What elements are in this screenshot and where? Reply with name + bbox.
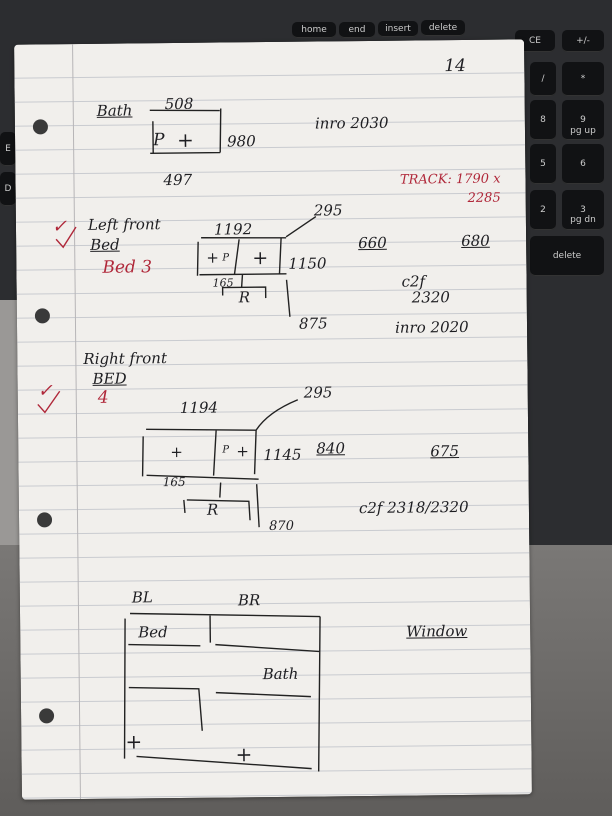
bath-symbol-plus: +	[176, 127, 194, 152]
left-bed-check: ✓	[51, 216, 68, 238]
key-pgup-label: pg up	[570, 126, 596, 136]
left-bed-corner-dim: 295	[313, 201, 343, 220]
key-plus-minus: +/-	[562, 30, 604, 52]
right-bed-symbol-plus2: +	[236, 442, 250, 461]
right-bed-symbol-plus1: +	[170, 442, 184, 462]
right-bed-top-dim: 1194	[179, 398, 219, 417]
right-bed-bottom-dim: 870	[269, 518, 295, 535]
key-d: D	[0, 172, 16, 206]
right-bed-corner-dim: 295	[303, 383, 333, 402]
bath-symbol-p: P	[152, 130, 165, 151]
right-bed-dim-675: 675	[430, 442, 460, 461]
bath-label: Bath	[96, 101, 133, 120]
left-bed-note1-line2: 2320	[411, 288, 451, 307]
right-bed-side-dim: 1145	[263, 445, 302, 465]
plan-plus-left: +	[125, 729, 143, 754]
left-bed-label-1: Left front	[87, 215, 161, 234]
left-bed-small-dim: 165	[212, 276, 234, 290]
key-pgdn-label: pg dn	[570, 215, 596, 225]
plan-window-label: Window	[406, 621, 468, 641]
key-5: 5	[530, 144, 556, 184]
left-bed-red-label: Bed 3	[102, 257, 153, 278]
right-bed-red-label: 4	[97, 387, 109, 408]
right-bed-note: c2f 2318/2320	[358, 497, 469, 518]
plan-bath-label: Bath	[262, 664, 299, 684]
notebook-page: 14 Bath 508 P + 980 497 inro 2030 TRACK:…	[14, 39, 532, 800]
left-bed-symbol-p: P	[222, 252, 230, 264]
plan-bl-label: BL	[131, 588, 153, 607]
left-bed-dim-660: 660	[358, 233, 387, 253]
key-ce: CE	[515, 30, 555, 52]
right-bed-symbol-p: P	[222, 444, 230, 456]
plan-br-label: BR	[237, 591, 261, 610]
right-bed-dim-840: 840	[316, 439, 346, 458]
right-bed-label-1: Right front	[83, 349, 168, 368]
left-bed-door: R	[238, 288, 251, 307]
right-bed-check: ✓	[37, 380, 53, 402]
key-home: home	[292, 22, 336, 38]
left-bed-symbol-plus1: +	[206, 248, 219, 267]
key-delete: delete	[530, 236, 604, 276]
bath-note: inro 2030	[314, 113, 389, 133]
page-number: 14	[444, 55, 467, 77]
key-star: *	[562, 62, 604, 96]
key-6: 6	[562, 144, 604, 184]
left-bed-label-2: Bed	[90, 235, 120, 254]
key-end: end	[339, 22, 375, 38]
right-bed-door: R	[206, 500, 219, 519]
left-bed-symbol-plus2: +	[252, 247, 269, 270]
key-slash: /	[530, 62, 556, 96]
plan-bed-label: Bed	[138, 623, 168, 642]
key-e: E	[0, 132, 16, 166]
left-bed-top-dim: 1192	[213, 220, 253, 239]
left-bed-dim-680: 680	[461, 231, 490, 251]
bath-top-dim: 508	[164, 94, 194, 114]
key-3: 3	[562, 190, 604, 230]
key-9: 9	[562, 100, 604, 140]
key-delete-top: delete	[421, 20, 465, 36]
bath-bottom-dim: 497	[163, 170, 193, 190]
key-insert: insert	[378, 21, 418, 37]
left-bed-note2: inro 2020	[394, 317, 469, 337]
track-note: TRACK: 1790 x 2285	[399, 171, 501, 206]
right-bed-label-2: BED	[92, 369, 127, 388]
left-bed-bottom-dim: 875	[298, 314, 328, 333]
right-bed-small-dim: 165	[162, 474, 186, 490]
bath-side-dim: 980	[226, 132, 256, 151]
key-2: 2	[530, 190, 556, 230]
sketch-drawings	[37, 108, 321, 772]
left-bed-side-dim: 1150	[288, 254, 327, 273]
key-8: 8	[530, 100, 556, 140]
plan-plus-right: +	[235, 742, 253, 767]
